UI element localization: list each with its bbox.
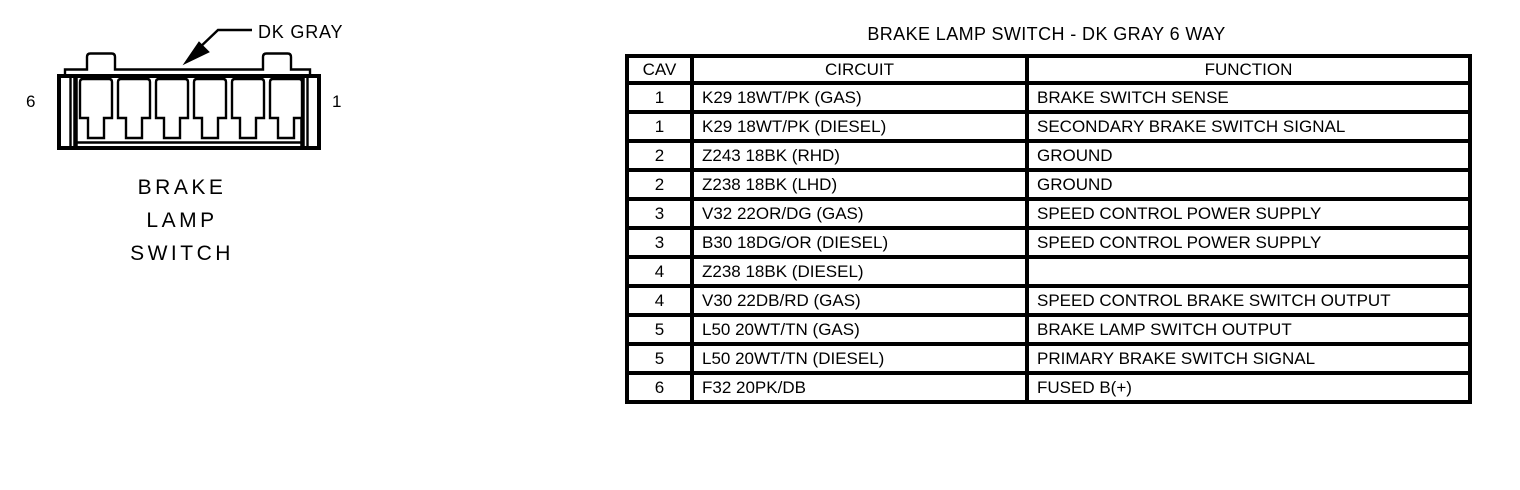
table-row: 2 Z243 18BK (RHD) GROUND (625, 139, 1472, 172)
pin-1-label: 1 (332, 92, 341, 111)
figure-caption-line-3: SWITCH (130, 242, 234, 265)
cav-cell: 3 (625, 197, 694, 230)
cavity-3 (154, 77, 190, 140)
table-row: 3 V32 22OR/DG (GAS) SPEED CONTROL POWER … (625, 197, 1472, 230)
function-cell: FUSED B(+) (1025, 371, 1472, 404)
table-row: 4 Z238 18BK (DIESEL) (625, 255, 1472, 288)
function-cell: GROUND (1025, 139, 1472, 172)
table-row: 1 K29 18WT/PK (DIESEL) SECONDARY BRAKE S… (625, 110, 1472, 143)
circuit-cell: Z243 18BK (RHD) (690, 139, 1029, 172)
table-row: 2 Z238 18BK (LHD) GROUND (625, 168, 1472, 201)
callout-leader-line (195, 28, 252, 52)
column-header-cav: CAV (625, 54, 694, 85)
cav-cell: 5 (625, 342, 694, 375)
cav-cell: 3 (625, 226, 694, 259)
pinout-table: CAV CIRCUIT FUNCTION 1 K29 18WT/PK (GAS)… (625, 54, 1472, 404)
terminal-cavities (78, 77, 304, 140)
circuit-cell: K29 18WT/PK (GAS) (690, 81, 1029, 114)
cav-cell: 6 (625, 371, 694, 404)
function-cell (1025, 255, 1472, 288)
circuit-cell: V32 22OR/DG (GAS) (690, 197, 1029, 230)
pin-6-label: 6 (26, 92, 35, 111)
function-cell: SPEED CONTROL POWER SUPPLY (1025, 197, 1472, 230)
function-cell: SPEED CONTROL BRAKE SWITCH OUTPUT (1025, 284, 1472, 317)
table-row: 5 L50 20WT/TN (GAS) BRAKE LAMP SWITCH OU… (625, 313, 1472, 346)
function-cell: GROUND (1025, 168, 1472, 201)
table-row: 1 K29 18WT/PK (GAS) BRAKE SWITCH SENSE (625, 81, 1472, 114)
circuit-cell: V30 22DB/RD (GAS) (690, 284, 1029, 317)
cav-cell: 4 (625, 284, 694, 317)
table-row: 4 V30 22DB/RD (GAS) SPEED CONTROL BRAKE … (625, 284, 1472, 317)
circuit-cell: Z238 18BK (LHD) (690, 168, 1029, 201)
circuit-cell: B30 18DG/OR (DIESEL) (690, 226, 1029, 259)
connector-lip (63, 52, 312, 78)
cavity-2 (116, 77, 152, 140)
table-row: 5 L50 20WT/TN (DIESEL) PRIMARY BRAKE SWI… (625, 342, 1472, 375)
cav-cell: 1 (625, 81, 694, 114)
connector-figure: DK GRAY 6 1 BRAKE LAMP SWITCH (0, 0, 380, 290)
connector-color-label: DK GRAY (258, 22, 343, 42)
function-cell: BRAKE LAMP SWITCH OUTPUT (1025, 313, 1472, 346)
function-cell: SECONDARY BRAKE SWITCH SIGNAL (1025, 110, 1472, 143)
cavity-1 (78, 77, 114, 140)
cavity-4 (192, 77, 228, 140)
function-cell: SPEED CONTROL POWER SUPPLY (1025, 226, 1472, 259)
cav-cell: 4 (625, 255, 694, 288)
circuit-cell: F32 20PK/DB (690, 371, 1029, 404)
figure-caption-line-1: BRAKE (138, 176, 227, 199)
circuit-cell: K29 18WT/PK (DIESEL) (690, 110, 1029, 143)
header-row: CAV CIRCUIT FUNCTION (625, 54, 1472, 85)
function-cell: BRAKE SWITCH SENSE (1025, 81, 1472, 114)
connector-drawing: DK GRAY 6 1 BRAKE LAMP SWITCH (26, 22, 343, 265)
table-row: 3 B30 18DG/OR (DIESEL) SPEED CONTROL POW… (625, 226, 1472, 259)
callout-arrowhead (182, 41, 210, 66)
cav-cell: 5 (625, 313, 694, 346)
table-row: 6 F32 20PK/DB FUSED B(+) (625, 371, 1472, 404)
circuit-cell: Z238 18BK (DIESEL) (690, 255, 1029, 288)
table-title: BRAKE LAMP SWITCH - DK GRAY 6 WAY (867, 24, 1226, 44)
cav-cell: 2 (625, 139, 694, 172)
column-header-circuit: CIRCUIT (690, 54, 1029, 85)
circuit-cell: L50 20WT/TN (DIESEL) (690, 342, 1029, 375)
cav-cell: 1 (625, 110, 694, 143)
cav-cell: 2 (625, 168, 694, 201)
figure-caption-line-2: LAMP (146, 209, 217, 232)
function-cell: PRIMARY BRAKE SWITCH SIGNAL (1025, 342, 1472, 375)
column-header-function: FUNCTION (1025, 54, 1472, 85)
cavity-5 (230, 77, 266, 140)
cavity-6 (268, 77, 304, 140)
circuit-cell: L50 20WT/TN (GAS) (690, 313, 1029, 346)
